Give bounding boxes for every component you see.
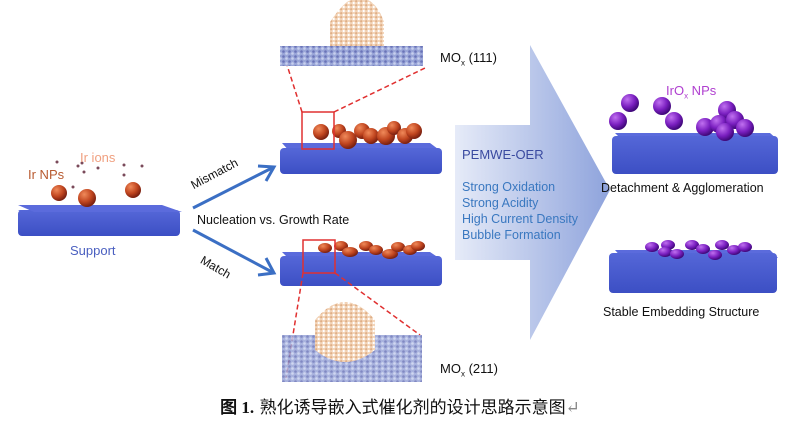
mox-111-label: MOx (111) bbox=[440, 50, 497, 68]
detached-irox-nps bbox=[609, 94, 754, 141]
zoom-box-mismatch bbox=[301, 111, 335, 150]
irox-prefix: IrO bbox=[666, 83, 685, 98]
stable-slab bbox=[609, 250, 778, 293]
support-slab bbox=[18, 205, 182, 236]
mox-111-sub: x bbox=[460, 58, 465, 68]
condition-item: High Current Density bbox=[462, 212, 579, 226]
ir-ions-label: Ir ions bbox=[80, 150, 116, 165]
mox-211-sub: x bbox=[460, 369, 465, 379]
condition-title: PEMWE-OER bbox=[462, 147, 544, 162]
mox-211-suffix: (211) bbox=[464, 361, 498, 376]
figure-caption: 图 1. 熟化诱导嵌入式催化剂的设计思路示意图↵ bbox=[0, 393, 800, 418]
condition-item: Strong Acidity bbox=[462, 196, 539, 210]
arrow-mismatch bbox=[192, 164, 277, 210]
match-slab bbox=[280, 252, 442, 286]
ir-np bbox=[125, 182, 141, 198]
mox-111-suffix: (111) bbox=[464, 50, 497, 65]
mismatch-nps bbox=[313, 121, 422, 149]
ir-np bbox=[51, 185, 67, 201]
condition-item: Strong Oxidation bbox=[462, 180, 556, 194]
mox-111-prefix: MO bbox=[440, 50, 461, 65]
irox-sub: x bbox=[684, 91, 689, 101]
detachment-label: Detachment & Agglomeration bbox=[601, 181, 764, 195]
detachment-slab bbox=[612, 133, 778, 174]
arrow-match bbox=[192, 228, 277, 277]
ir-ion-dots bbox=[55, 160, 144, 189]
mox-211-label: MOx (211) bbox=[440, 361, 498, 379]
caption-text: 熟化诱导嵌入式催化剂的设计思路示意图 bbox=[254, 398, 566, 418]
stable-label: Stable Embedding Structure bbox=[603, 305, 760, 319]
zoom-box-match bbox=[302, 239, 336, 274]
irox-nps-label: IrOx NPs bbox=[666, 83, 716, 101]
condition-item: Bubble Formation bbox=[462, 228, 561, 242]
irox-suffix: NPs bbox=[688, 83, 717, 98]
embedded-irox-nps bbox=[645, 240, 752, 260]
mismatch-slab bbox=[280, 143, 442, 174]
caption-prefix: 图 1. bbox=[220, 398, 255, 417]
condition-list: Strong Oxidation Strong Acidity High Cur… bbox=[462, 179, 578, 243]
lattice-111-inset bbox=[280, 0, 423, 66]
lattice-211-inset bbox=[282, 302, 422, 382]
nucleation-label: Nucleation vs. Growth Rate bbox=[197, 213, 350, 227]
support-label: Support bbox=[70, 243, 116, 258]
paragraph-mark-icon: ↵ bbox=[565, 398, 580, 418]
match-nps bbox=[318, 241, 425, 259]
ir-nps-label: Ir NPs bbox=[28, 167, 65, 182]
mox-211-prefix: MO bbox=[440, 361, 461, 376]
process-arrow bbox=[455, 45, 610, 340]
ir-np bbox=[78, 189, 96, 207]
